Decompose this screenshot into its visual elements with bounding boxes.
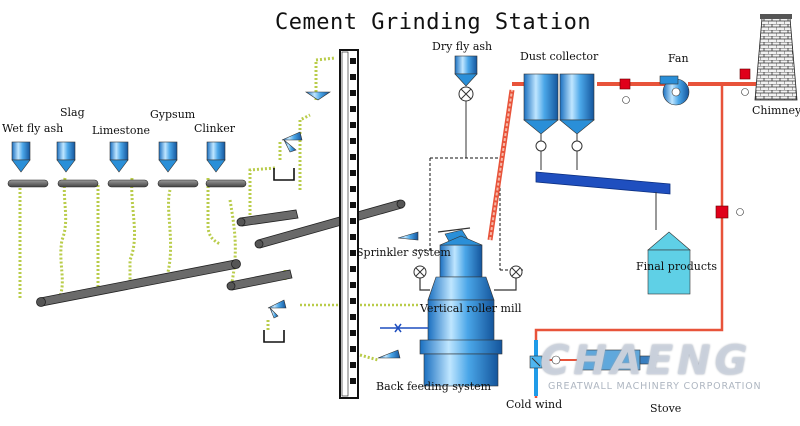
label-sprinkler-system: Sprinkler system bbox=[356, 246, 451, 259]
gypsum-hopper bbox=[158, 141, 178, 173]
sample-buckets bbox=[263, 168, 295, 343]
label-back-feeding-system: Back feeding system bbox=[376, 380, 492, 393]
label-dry-fly-ash: Dry fly ash bbox=[432, 40, 493, 53]
main-belt-conveyor bbox=[39, 259, 239, 307]
chute-1 bbox=[281, 131, 303, 141]
chimney-stack bbox=[754, 14, 798, 101]
label-stove: Stove bbox=[650, 402, 682, 415]
limestone-hopper bbox=[109, 141, 129, 173]
gauges bbox=[551, 88, 749, 365]
transfer-belt bbox=[229, 269, 293, 291]
bucket-elevator bbox=[339, 49, 359, 399]
stove-unit bbox=[579, 349, 653, 371]
feeder-belts bbox=[7, 179, 247, 188]
label-clinker: Clinker bbox=[194, 122, 235, 135]
dry-fly-ash-silo bbox=[454, 55, 478, 158]
sprinkler-chute bbox=[397, 231, 419, 241]
watermark-company: GREATWALL MACHINERY CORPORATION bbox=[548, 381, 762, 392]
label-final-products: Final products bbox=[636, 260, 718, 273]
clinker-hopper bbox=[206, 141, 226, 173]
label-wet-fly-ash: Wet fly ash bbox=[2, 122, 64, 135]
label-chimney: Chimney bbox=[752, 104, 800, 117]
raw-material-hoppers bbox=[11, 141, 226, 173]
label-limestone: Limestone bbox=[92, 124, 151, 137]
label-gypsum: Gypsum bbox=[150, 108, 196, 121]
slag-hopper bbox=[56, 141, 76, 173]
wet-fly-ash-hopper bbox=[11, 141, 31, 173]
upper-belt-2 bbox=[257, 199, 403, 249]
material-flow-lines bbox=[18, 56, 420, 362]
inclined-belt-conveyors bbox=[36, 199, 406, 307]
label-fan: Fan bbox=[668, 52, 689, 65]
upper-belt-1 bbox=[239, 209, 299, 227]
chute-units bbox=[267, 91, 419, 359]
dust-collector bbox=[523, 73, 595, 170]
vertical-roller-mill-body bbox=[380, 227, 523, 387]
watermark-brand: CHAENG bbox=[540, 338, 752, 384]
chute-2 bbox=[267, 299, 287, 309]
air-valves bbox=[619, 68, 751, 219]
label-cold-wind: Cold wind bbox=[506, 398, 563, 411]
label-dust-collector: Dust collector bbox=[520, 50, 599, 63]
label-vertical-roller-mill: Vertical roller mill bbox=[420, 302, 522, 315]
final-product-silo bbox=[647, 231, 691, 295]
diagram-title: Cement Grinding Station bbox=[275, 10, 592, 35]
back-feed-chute bbox=[377, 349, 401, 359]
fan-unit bbox=[659, 75, 690, 106]
cold-wind-inlet bbox=[529, 340, 543, 396]
label-slag: Slag bbox=[60, 106, 85, 119]
dust-screw-conveyor bbox=[535, 171, 671, 230]
